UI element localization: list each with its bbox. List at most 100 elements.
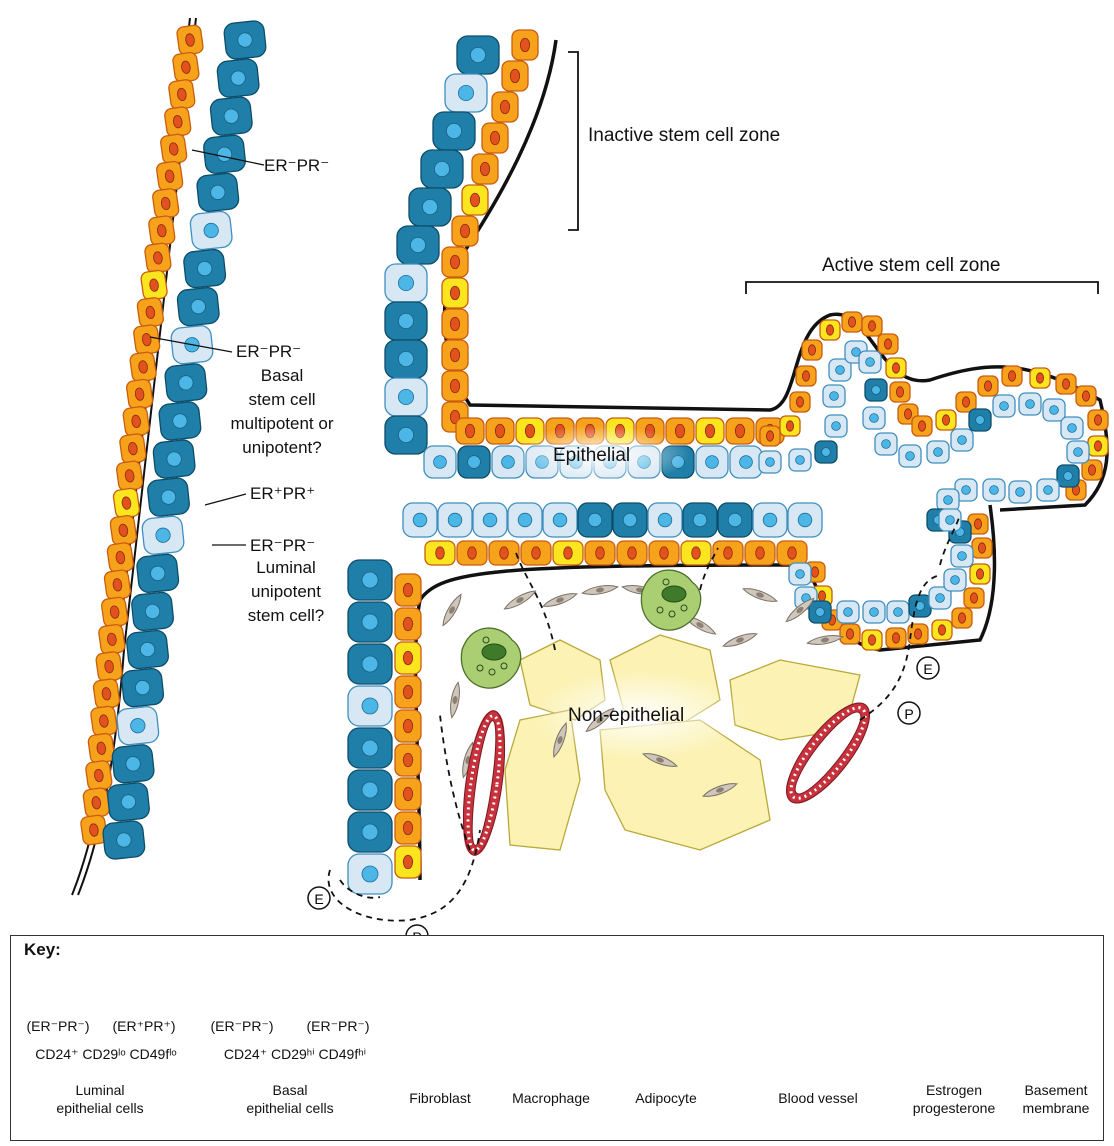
luminal-light-cell bbox=[385, 264, 427, 302]
label-lum-q1: Luminal bbox=[240, 558, 332, 578]
luminal-dark-cell bbox=[131, 591, 175, 631]
luminal-dark-cell bbox=[196, 172, 240, 212]
basal-yellow-cell bbox=[395, 846, 421, 878]
basal-yellow-cell bbox=[113, 488, 141, 519]
luminal-light-cell bbox=[1043, 399, 1065, 421]
basal-orange-cell bbox=[777, 541, 807, 565]
basal-orange-cell bbox=[964, 588, 984, 608]
basal-orange-cell bbox=[840, 624, 860, 644]
basal-orange-cell bbox=[486, 418, 514, 444]
active-zone-bracket bbox=[746, 282, 1098, 294]
luminal-light-cell bbox=[944, 569, 966, 591]
luminal-light-cell bbox=[648, 503, 682, 537]
basal-orange-cell bbox=[164, 106, 192, 137]
basal-orange-cell bbox=[912, 416, 932, 436]
basal-orange-cell bbox=[442, 340, 468, 370]
luminal-dark-cell bbox=[718, 503, 752, 537]
basal-orange-cell bbox=[1088, 410, 1108, 430]
basal-orange-cell bbox=[395, 778, 421, 810]
luminal-light-cell bbox=[887, 601, 909, 623]
luminal-light-cell bbox=[937, 489, 959, 511]
luminal-light-cell bbox=[116, 706, 160, 746]
key-blood-vessel: Blood vessel bbox=[758, 1090, 878, 1107]
luminal-dark-cell bbox=[223, 20, 267, 60]
basal-yellow-cell bbox=[1088, 436, 1108, 456]
basal-orange-cell bbox=[176, 24, 204, 55]
luminal-light-cell bbox=[927, 441, 949, 463]
basal-orange-cell bbox=[649, 541, 679, 565]
basal-orange-cell bbox=[395, 710, 421, 742]
basal-orange-cell bbox=[878, 334, 898, 354]
key-membrane-2: membrane bbox=[1010, 1100, 1102, 1117]
luminal-dark-cell bbox=[121, 668, 165, 708]
key-basal-yellow-receptor: (ER⁻PR⁻) bbox=[292, 1018, 384, 1035]
luminal-dark-cell bbox=[102, 820, 146, 860]
luminal-dark-cell bbox=[147, 477, 191, 517]
basal-orange-cell bbox=[952, 608, 972, 628]
luminal-light-cell bbox=[473, 503, 507, 537]
label-basal-q1: Basal bbox=[236, 366, 328, 386]
luminal-light-cell bbox=[789, 563, 811, 585]
fibroblast bbox=[503, 588, 538, 612]
key-luminal-dark-receptor: (ER⁻PR⁻) bbox=[10, 1018, 106, 1035]
luminal-light-cell bbox=[993, 395, 1015, 417]
basal-orange-cell bbox=[137, 297, 165, 328]
fibroblast bbox=[807, 633, 844, 647]
basal-orange-cell bbox=[93, 678, 121, 709]
basal-orange-cell bbox=[395, 744, 421, 776]
fibroblast bbox=[542, 590, 578, 609]
label-basal-q4: unipotent? bbox=[226, 438, 338, 458]
basal-orange-cell bbox=[521, 541, 551, 565]
basal-orange-cell bbox=[98, 624, 126, 655]
luminal-dark-cell bbox=[433, 112, 475, 150]
luminal-dark-cell bbox=[458, 446, 490, 478]
fibroblast bbox=[440, 593, 464, 628]
label-lum-q3: stem cell? bbox=[236, 606, 336, 626]
basal-orange-cell bbox=[452, 216, 478, 246]
fibroblast bbox=[448, 682, 462, 719]
luminal-light-cell bbox=[951, 429, 973, 451]
luminal-dark-cell bbox=[385, 302, 427, 340]
luminal-light-cell bbox=[1067, 441, 1089, 463]
luminal-dark-cell bbox=[183, 249, 227, 289]
luminal-light-cell bbox=[863, 407, 885, 429]
label-basal-q2: stem cell bbox=[226, 390, 338, 410]
key-basal-name-2: epithelial cells bbox=[210, 1100, 370, 1117]
basal-orange-cell bbox=[395, 608, 421, 640]
basal-orange-cell bbox=[126, 379, 154, 410]
luminal-dark-cell bbox=[348, 602, 392, 642]
key-luminal-markers: CD24⁺ CD29ˡᵒ CD49fˡᵒ bbox=[14, 1046, 198, 1063]
basal-orange-cell bbox=[116, 460, 144, 491]
label-lum-q2: unipotent bbox=[236, 582, 336, 602]
label-inactive-zone: Inactive stem cell zone bbox=[588, 126, 780, 146]
basal-orange-cell bbox=[796, 366, 816, 386]
basal-orange-cell bbox=[133, 324, 161, 355]
luminal-dark-cell bbox=[385, 416, 427, 454]
luminal-light-cell bbox=[863, 601, 885, 623]
luminal-dark-cell bbox=[969, 409, 991, 431]
basal-orange-cell bbox=[172, 52, 200, 83]
luminal-light-cell bbox=[753, 503, 787, 537]
luminal-light-cell bbox=[730, 446, 762, 478]
basal-orange-cell bbox=[760, 426, 780, 446]
luminal-light-cell bbox=[899, 445, 921, 467]
basal-orange-cell bbox=[90, 706, 118, 737]
luminal-dark-cell bbox=[1057, 465, 1079, 487]
basal-yellow-cell bbox=[886, 358, 906, 378]
basal-orange-cell bbox=[152, 188, 180, 219]
basal-yellow-cell bbox=[820, 320, 840, 340]
basal-orange-cell bbox=[119, 433, 147, 464]
basal-orange-cell bbox=[168, 79, 196, 110]
basal-orange-cell bbox=[122, 406, 150, 437]
basal-orange-cell bbox=[790, 392, 810, 412]
basal-orange-cell bbox=[617, 541, 647, 565]
luminal-light-cell bbox=[141, 515, 185, 555]
luminal-dark-cell bbox=[683, 503, 717, 537]
luminal-dark-cell bbox=[815, 441, 837, 463]
basal-orange-cell bbox=[492, 92, 518, 122]
basal-yellow-cell bbox=[1030, 368, 1050, 388]
basal-orange-cell bbox=[129, 351, 157, 382]
basal-orange-cell bbox=[442, 247, 468, 277]
inactive-zone-bracket bbox=[568, 52, 578, 230]
luminal-light-cell bbox=[1019, 393, 1041, 415]
